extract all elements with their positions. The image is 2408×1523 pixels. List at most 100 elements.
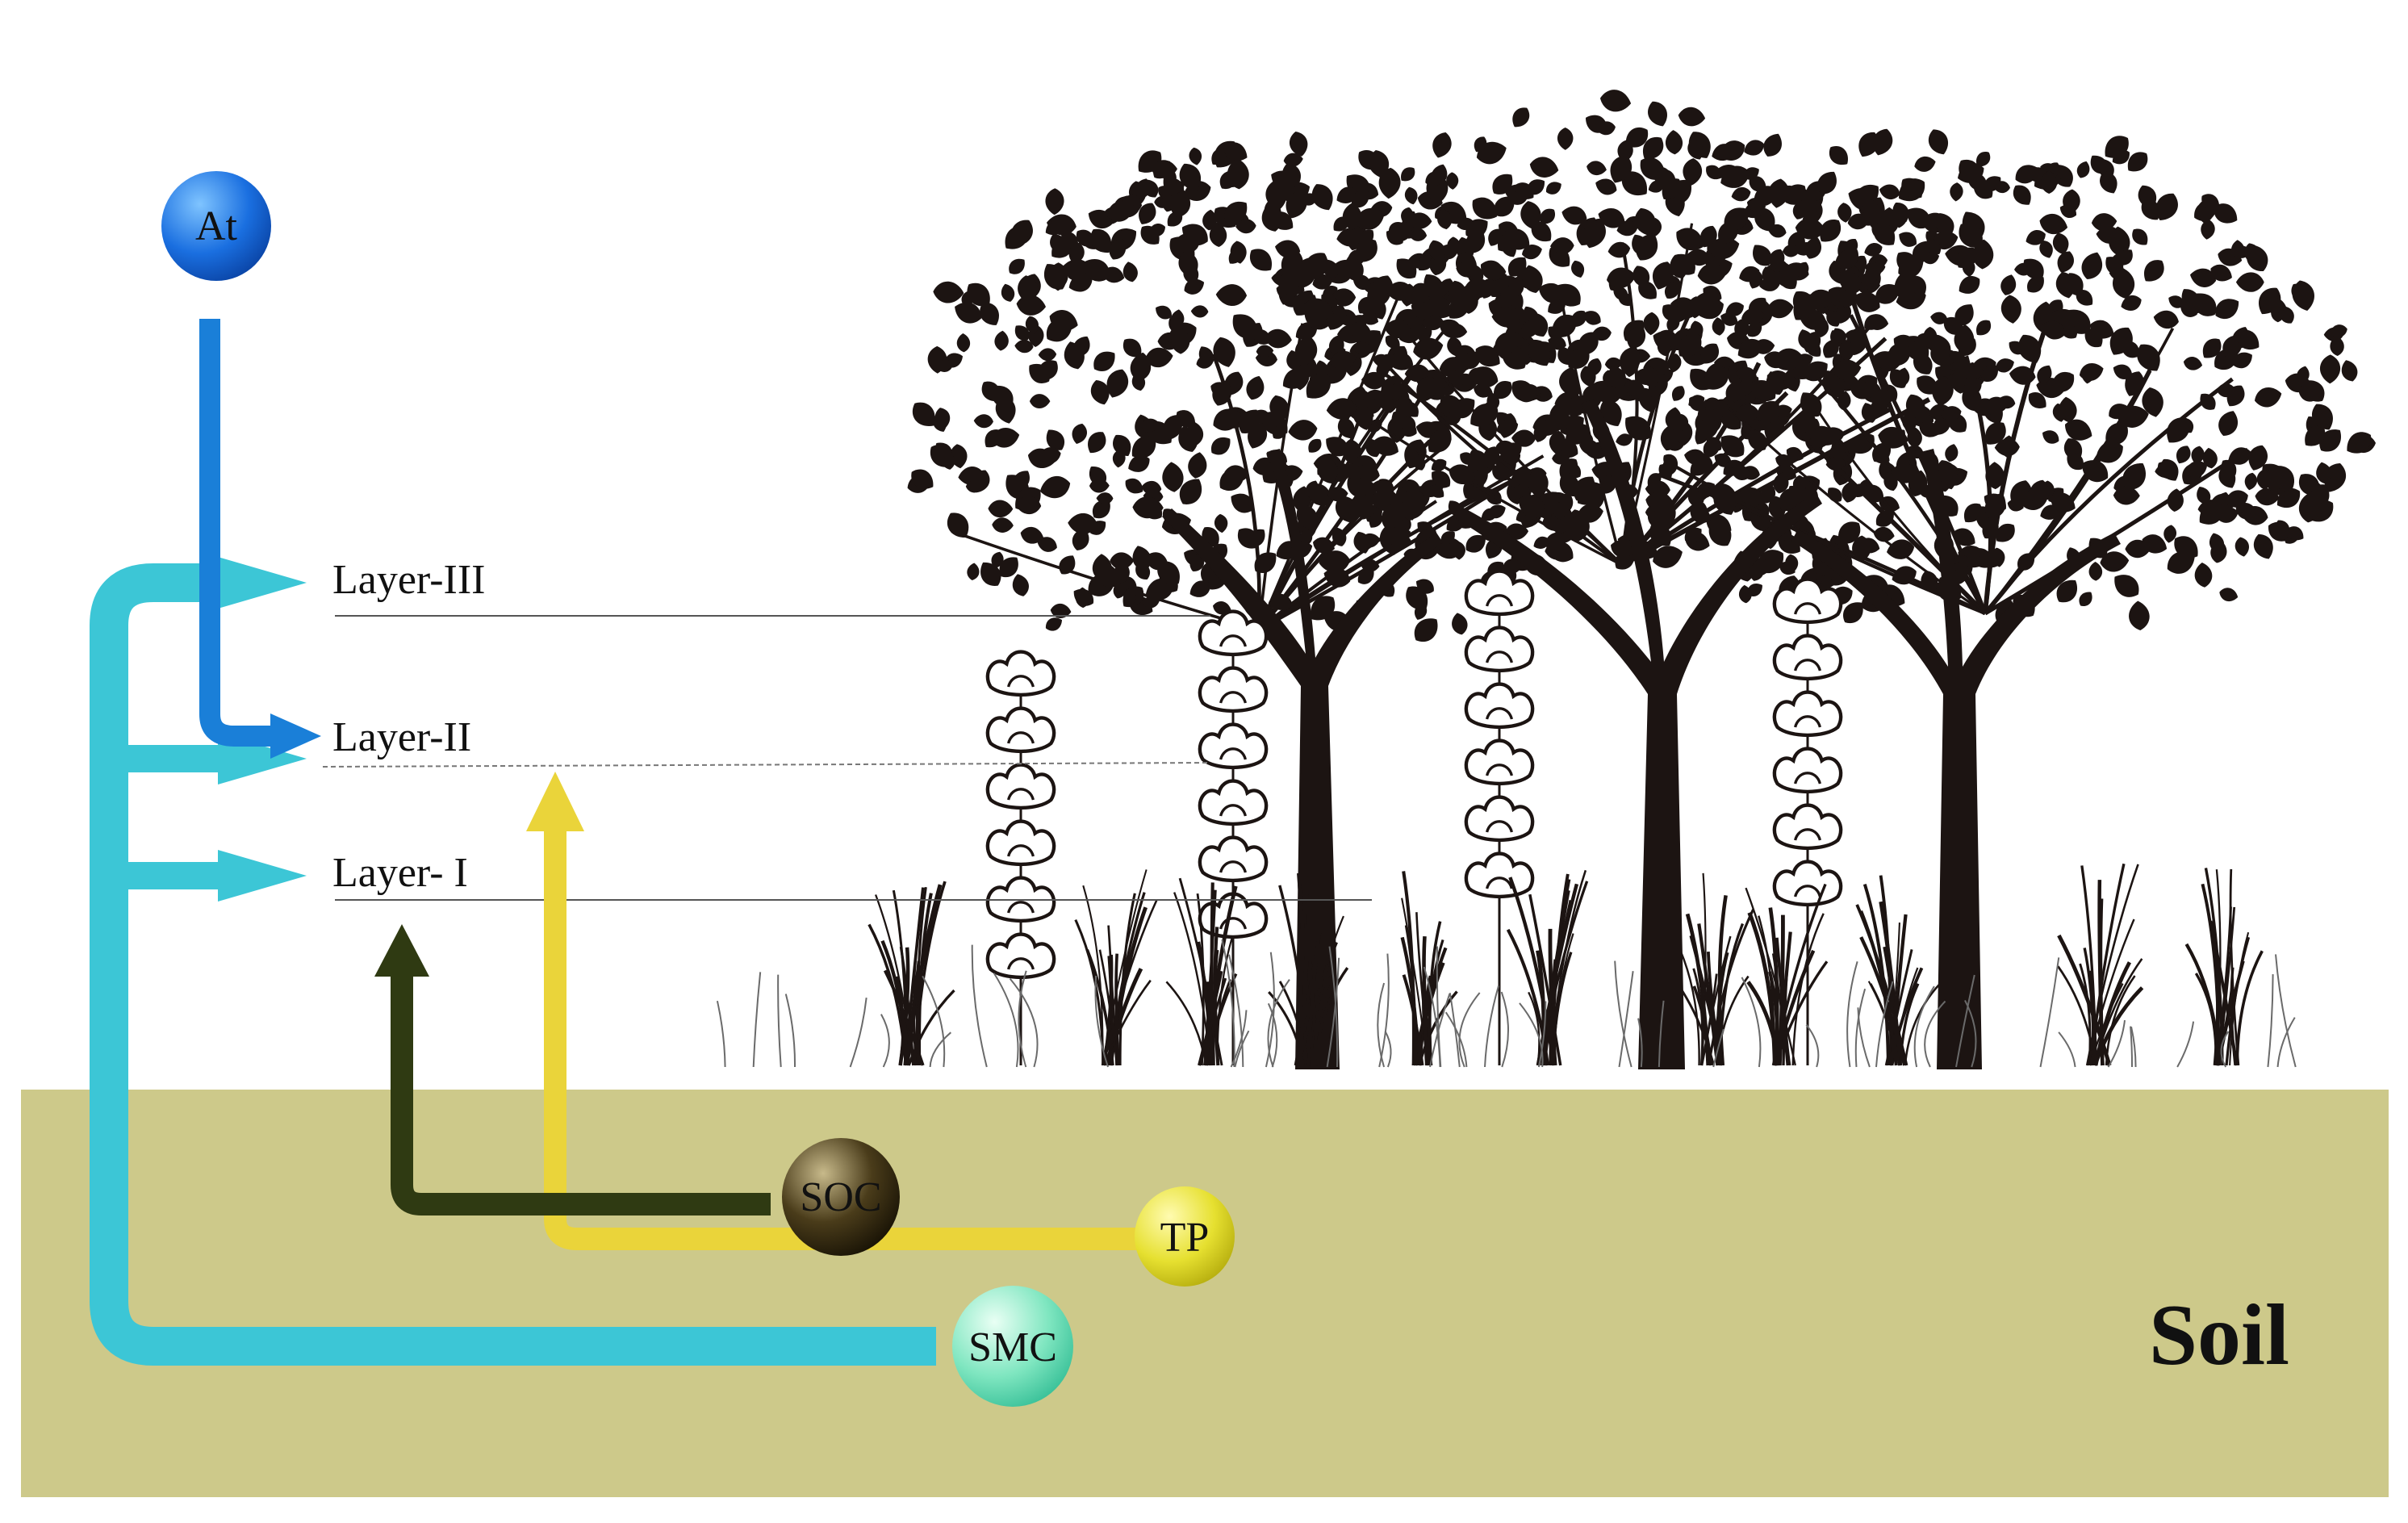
leaf [1543, 178, 1565, 198]
grass-blade [1719, 923, 1745, 1066]
herb-sketch [1009, 977, 1039, 1068]
herb-sketch [2058, 1031, 2076, 1068]
leaf [1528, 154, 1561, 181]
grass-blade [1888, 923, 1900, 1066]
leaf [1210, 333, 1240, 370]
tree-branch [1620, 407, 1892, 567]
leaf [1868, 125, 1896, 159]
flower-bloom [1775, 692, 1841, 735]
leaf [1999, 293, 2024, 325]
flower-bloom [1466, 741, 1532, 784]
leaf [1913, 153, 1938, 174]
leaf [2218, 585, 2240, 604]
herb-sketch [1234, 1030, 1250, 1068]
grass-blade [2215, 869, 2222, 1066]
leaf [2251, 383, 2285, 411]
herb-sketch [2130, 1026, 2137, 1068]
tree-branch [1365, 416, 1623, 567]
herb-sketch [2267, 974, 2274, 1068]
leaf [2214, 407, 2243, 440]
leaf [1741, 136, 1767, 159]
grass-blade [1298, 894, 1311, 1066]
grass-blade [1536, 950, 1546, 1066]
leaf [1408, 612, 1444, 648]
herb-sketch [1924, 1000, 1946, 1068]
leaf [1949, 182, 1964, 203]
grass-blade [2229, 931, 2250, 1066]
herb-sketch [1875, 981, 1894, 1068]
leaf [2193, 561, 2214, 588]
grass-blade [1899, 983, 1920, 1066]
herb-sketch [1377, 982, 1386, 1068]
herb-sketch [2276, 1017, 2296, 1068]
herb-sketch [1955, 974, 1975, 1068]
tp-arrow-path [526, 772, 1146, 1250]
herb-sketch [752, 972, 762, 1068]
leaf [2128, 224, 2152, 249]
smc-label: SMC [968, 1324, 1057, 1370]
grass-blade [2235, 950, 2264, 1066]
grass-blade [1528, 991, 1541, 1066]
at-arrowhead [270, 713, 321, 759]
grass-blade [1716, 975, 1750, 1066]
leaf [1569, 258, 1587, 280]
grass-blade [1674, 939, 1700, 1066]
leaf [1998, 272, 2019, 298]
herb-sketch [1614, 960, 1633, 1068]
herb-sketch [1637, 1018, 1643, 1068]
tree-trunk-middle [1453, 399, 1822, 1069]
leaf [2182, 355, 2204, 372]
flower-bloom [1466, 797, 1532, 840]
herb-sketch [1221, 939, 1235, 1068]
grass-blade [2080, 865, 2098, 1066]
leaf [1082, 427, 1110, 458]
flower-bloom [1200, 838, 1266, 881]
herb-sketch [1805, 1024, 1820, 1068]
herb-sketch [1436, 946, 1442, 1068]
leaf [2235, 272, 2264, 292]
grass-blade [1774, 960, 1829, 1066]
soc-label: SOC [800, 1174, 881, 1220]
leaf [2338, 358, 2360, 384]
leaf [1029, 394, 1051, 409]
leaf [2151, 308, 2181, 331]
flower-bloom [1466, 628, 1532, 671]
flower-bloom [1200, 781, 1266, 824]
leaf [2076, 360, 2106, 384]
leaf [1121, 260, 1140, 284]
herb-sketch [1228, 954, 1244, 1068]
leaf [966, 562, 980, 581]
leaf [2127, 600, 2151, 632]
herb-sketch [1267, 979, 1290, 1068]
grass-blade [1549, 869, 1587, 1066]
tree-trunk-left [1162, 449, 1443, 1069]
leaf [2172, 442, 2194, 467]
herb-sketch [1267, 1002, 1278, 1068]
grass-blade [1074, 919, 1105, 1066]
leaf [2243, 471, 2259, 492]
tp-node: TP [1135, 1186, 1235, 1287]
herb-sketch [2275, 954, 2297, 1068]
herb-sketch [1384, 1031, 1392, 1068]
at-arrow-path [199, 319, 321, 759]
herb-sketch [1618, 971, 1634, 1068]
herb-sketch [1328, 946, 1339, 1068]
leaf [1677, 105, 1707, 128]
leaf [1585, 159, 1608, 178]
leaf [998, 282, 1017, 304]
grass-blade [1775, 937, 1790, 1066]
leaf [1825, 141, 1854, 170]
flower-bloom [1775, 862, 1841, 905]
leaf [2074, 159, 2092, 181]
flower-bloom [1775, 636, 1841, 679]
leaf [956, 333, 971, 353]
tree-branch [1983, 327, 2048, 614]
flower-bloom [988, 709, 1054, 751]
layer-iii-label: Layer-III [332, 557, 485, 603]
grass-blade [1528, 893, 1562, 1066]
smc-arrowhead-layer-iii [218, 557, 307, 609]
grass-blade [1417, 990, 1458, 1066]
grass-blade [899, 946, 915, 1066]
flower-bloom [988, 822, 1054, 864]
herb-sketch [993, 973, 1019, 1068]
